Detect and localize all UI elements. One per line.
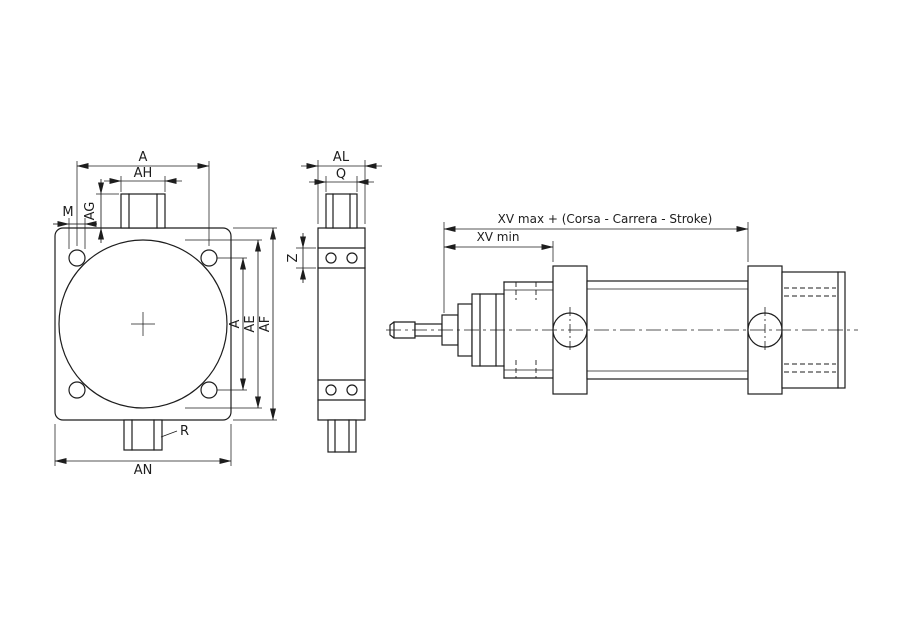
center-cross — [131, 312, 155, 336]
bolt-hole — [200, 249, 218, 267]
dim-a-right: A — [217, 257, 247, 391]
bolt-hole — [68, 381, 86, 399]
dim-al: AL — [301, 150, 382, 224]
bottom-boss — [327, 419, 357, 453]
dim-label-af: AF — [258, 316, 273, 332]
bottom-boss — [123, 419, 163, 451]
dim-xv-max: XV max + (Corsa - Carrera - Stroke) — [443, 212, 749, 313]
bolt-hole — [68, 249, 86, 267]
dim-label-q: Q — [336, 167, 346, 182]
dim-ah: AH — [104, 166, 182, 192]
flange-profile-outline — [317, 227, 366, 421]
dim-ae: AE — [185, 239, 262, 409]
leader-line — [160, 430, 178, 438]
top-port-boss — [120, 193, 166, 229]
side-view: AL Q Z — [286, 150, 382, 453]
dim-label-m: M — [62, 205, 73, 220]
bolt-hole — [325, 252, 337, 264]
dim-label-an: AN — [134, 463, 153, 478]
dim-label-z: Z — [286, 253, 301, 262]
dim-label-r: R — [180, 424, 189, 439]
dim-label-al: AL — [333, 150, 350, 165]
front-view: A AH AG M — [53, 150, 277, 478]
dim-label-xv-max: XV max + (Corsa - Carrera - Stroke) — [498, 212, 713, 226]
dim-an: AN — [54, 424, 232, 478]
dim-label-a-right: A — [228, 319, 243, 328]
dim-label-ae: AE — [243, 315, 258, 332]
dim-label-ag: AG — [83, 202, 98, 221]
dim-label-ah: AH — [134, 166, 153, 181]
assembly-view: XV max + (Corsa - Carrera - Stroke) XV m… — [386, 212, 858, 395]
dim-r: R — [160, 424, 189, 439]
dim-m: M — [53, 205, 97, 249]
bolt-hole — [325, 384, 337, 396]
dim-z: Z — [286, 233, 316, 283]
bolt-hole — [346, 252, 358, 264]
bolt-hole — [200, 381, 218, 399]
dim-ag: AG — [83, 179, 119, 243]
top-port-boss — [325, 193, 358, 229]
dim-xv-min: XV min — [443, 230, 554, 262]
dim-q: Q — [309, 167, 374, 192]
dim-af: AF — [233, 227, 277, 421]
dim-label-a-top: A — [139, 150, 148, 165]
dim-a-top: A — [76, 150, 210, 246]
bolt-hole — [346, 384, 358, 396]
dim-label-xv-min: XV min — [477, 230, 520, 244]
